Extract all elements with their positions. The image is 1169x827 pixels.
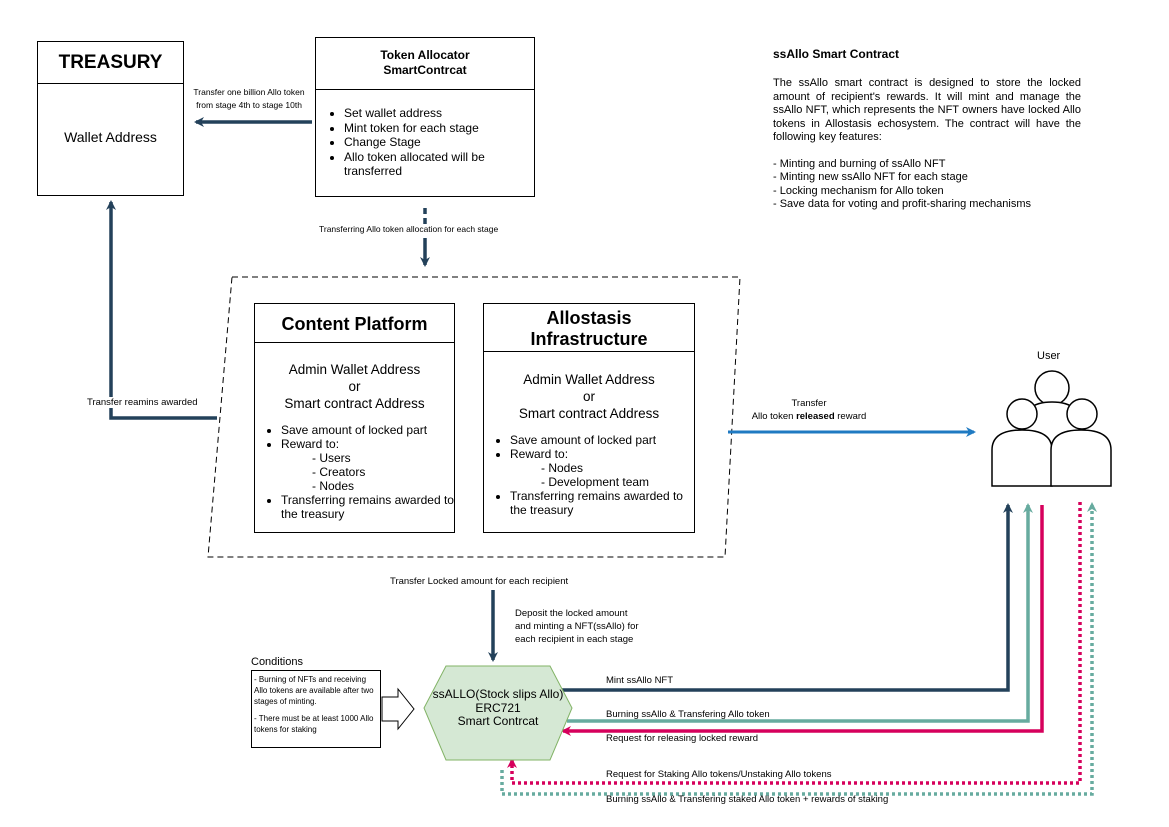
label-line: Deposit the locked amount [515, 608, 628, 619]
arrow-request-release [561, 505, 1044, 736]
hexagon-line: Smart Contrcat [457, 714, 539, 728]
allocator-list: Set wallet address Mint token for each s… [316, 106, 534, 179]
label-mint-nft: Mint ssAllo NFT [606, 675, 674, 686]
label-part: reward [834, 411, 867, 422]
label-request-release: Request for releasing locked reward [606, 733, 759, 744]
allocator-subtitle: SmartContrcat [383, 63, 467, 77]
label-transfer-released: Transfer Allo token released reward [739, 397, 879, 423]
infra-or: or [582, 389, 595, 404]
hexagon-label: ssALLO(Stock slips Allo) ERC721 Smart Co… [424, 687, 572, 729]
arrow-remains-to-treasury [106, 200, 217, 420]
hexagon-line: ERC721 [475, 700, 521, 715]
condition-1: - Burning of NFTs and receiving Allo tok… [254, 675, 374, 706]
infra-subitem: - Development team [541, 475, 650, 489]
infra-bullet: Save amount of locked part [510, 433, 694, 447]
user-label: User [1037, 350, 1061, 362]
label-transfer-locked: Transfer Locked amount for each recipien… [390, 576, 569, 587]
label-line: Allo token released reward [739, 410, 879, 423]
treasury-wallet-address: Wallet Address [64, 129, 157, 145]
allocator-item: Set wallet address [344, 106, 534, 121]
infrastructure-title-2: Infrastructure [530, 329, 648, 349]
content-bullet: Save amount of locked part [281, 423, 454, 437]
content-subitem: - Creators [312, 465, 366, 479]
treasury-title: TREASURY [38, 42, 183, 84]
hexagon-shape [423, 665, 573, 761]
content-admin-wallet: Admin Wallet Address [288, 362, 421, 377]
description-title: ssAllo Smart Contract [773, 47, 900, 61]
infra-bullet: Reward to: [510, 447, 694, 461]
conditions-box: - Burning of NFTs and receiving Allo tok… [251, 670, 381, 748]
label-line: Transfer one billion Allo token [193, 87, 305, 97]
conditions-callout-arrow [381, 687, 415, 731]
label-transferring-allocation: Transferring Allo token allocation for e… [318, 224, 500, 234]
hexagon-line: ssALLO(Stock slips Allo) [432, 687, 564, 701]
content-platform-box: Content Platform Admin Wallet Address or… [254, 303, 455, 533]
label-request-staking: Request for Staking Allo tokens/Unstakin… [606, 769, 832, 780]
allocator-item: Mint token for each stage [344, 121, 534, 136]
feature-item: - Minting and burning of ssAllo NFT [773, 157, 946, 170]
label-transfer-remains: Transfer reamins awarded [87, 397, 198, 408]
user-icon [991, 370, 1112, 487]
content-subitem: - Users [312, 451, 351, 465]
arrow-mint-to-user [561, 503, 1013, 692]
infrastructure-box: Allostasis Infrastructure Admin Wallet A… [483, 303, 695, 533]
label-line: from stage 4th to stage 10th [196, 100, 302, 110]
conditions-title: Conditions [251, 656, 303, 668]
arrow-request-staking [507, 502, 1082, 785]
content-smart-contract: Smart contract Address [284, 396, 425, 411]
feature-item: - Minting new ssAllo NFT for each stage [773, 171, 968, 183]
infra-smart-contract: Smart contract Address [518, 406, 660, 421]
allocator-title: Token Allocator [380, 48, 470, 62]
feature-item: - Locking mechanism for Allo token [773, 184, 944, 197]
allocator-item: Allo token allocated will be transferred [344, 150, 534, 179]
condition-2: - There must be at least 1000 Allo token… [254, 714, 374, 734]
label-burning-staked: Burning ssAllo & Transfering staked Allo… [606, 794, 889, 805]
label-line: each recipient in each stage [515, 634, 634, 645]
content-bullet: Transferring remains awarded to the trea… [281, 493, 454, 521]
content-platform-title: Content Platform [255, 304, 454, 343]
content-bullet: Reward to: [281, 437, 454, 451]
label-part: Allo token [751, 411, 797, 422]
label-transfer-billion: Transfer one billion Allo token from sta… [184, 86, 314, 112]
label-burning: Burning ssAllo & Transfering Allo token [606, 709, 770, 720]
infrastructure-title-1: Allostasis [546, 308, 632, 328]
allocator-item: Change Stage [344, 135, 534, 150]
token-allocator-box: Token Allocator SmartContrcat Set wallet… [315, 37, 535, 197]
content-subitem: - Nodes [312, 479, 355, 493]
infra-subitem: - Nodes [541, 461, 584, 475]
treasury-box: TREASURY Wallet Address [37, 41, 184, 196]
infrastructure-list: Save amount of locked part Reward to: [484, 433, 694, 461]
arrow-burning-staked [500, 502, 1097, 796]
infra-admin-wallet: Admin Wallet Address [523, 372, 655, 387]
arrow-burning-to-user [567, 503, 1033, 723]
description-paragraph: The ssAllo smart contract is designed to… [773, 77, 1081, 143]
content-platform-list: Save amount of locked part Reward to: [255, 423, 454, 451]
feature-item: - Save data for voting and profit-sharin… [773, 198, 1032, 210]
label-line: Transfer [791, 398, 827, 409]
smart-contract-description: ssAllo Smart Contract The ssAllo smart c… [773, 47, 1081, 212]
label-deposit: Deposit the locked amount and minting a … [515, 607, 639, 646]
infra-bullet: Transferring remains awarded to the trea… [510, 489, 694, 517]
content-or: or [348, 379, 361, 394]
label-part-bold: released [796, 411, 835, 422]
label-line: and minting a NFT(ssAllo) for [515, 621, 639, 632]
